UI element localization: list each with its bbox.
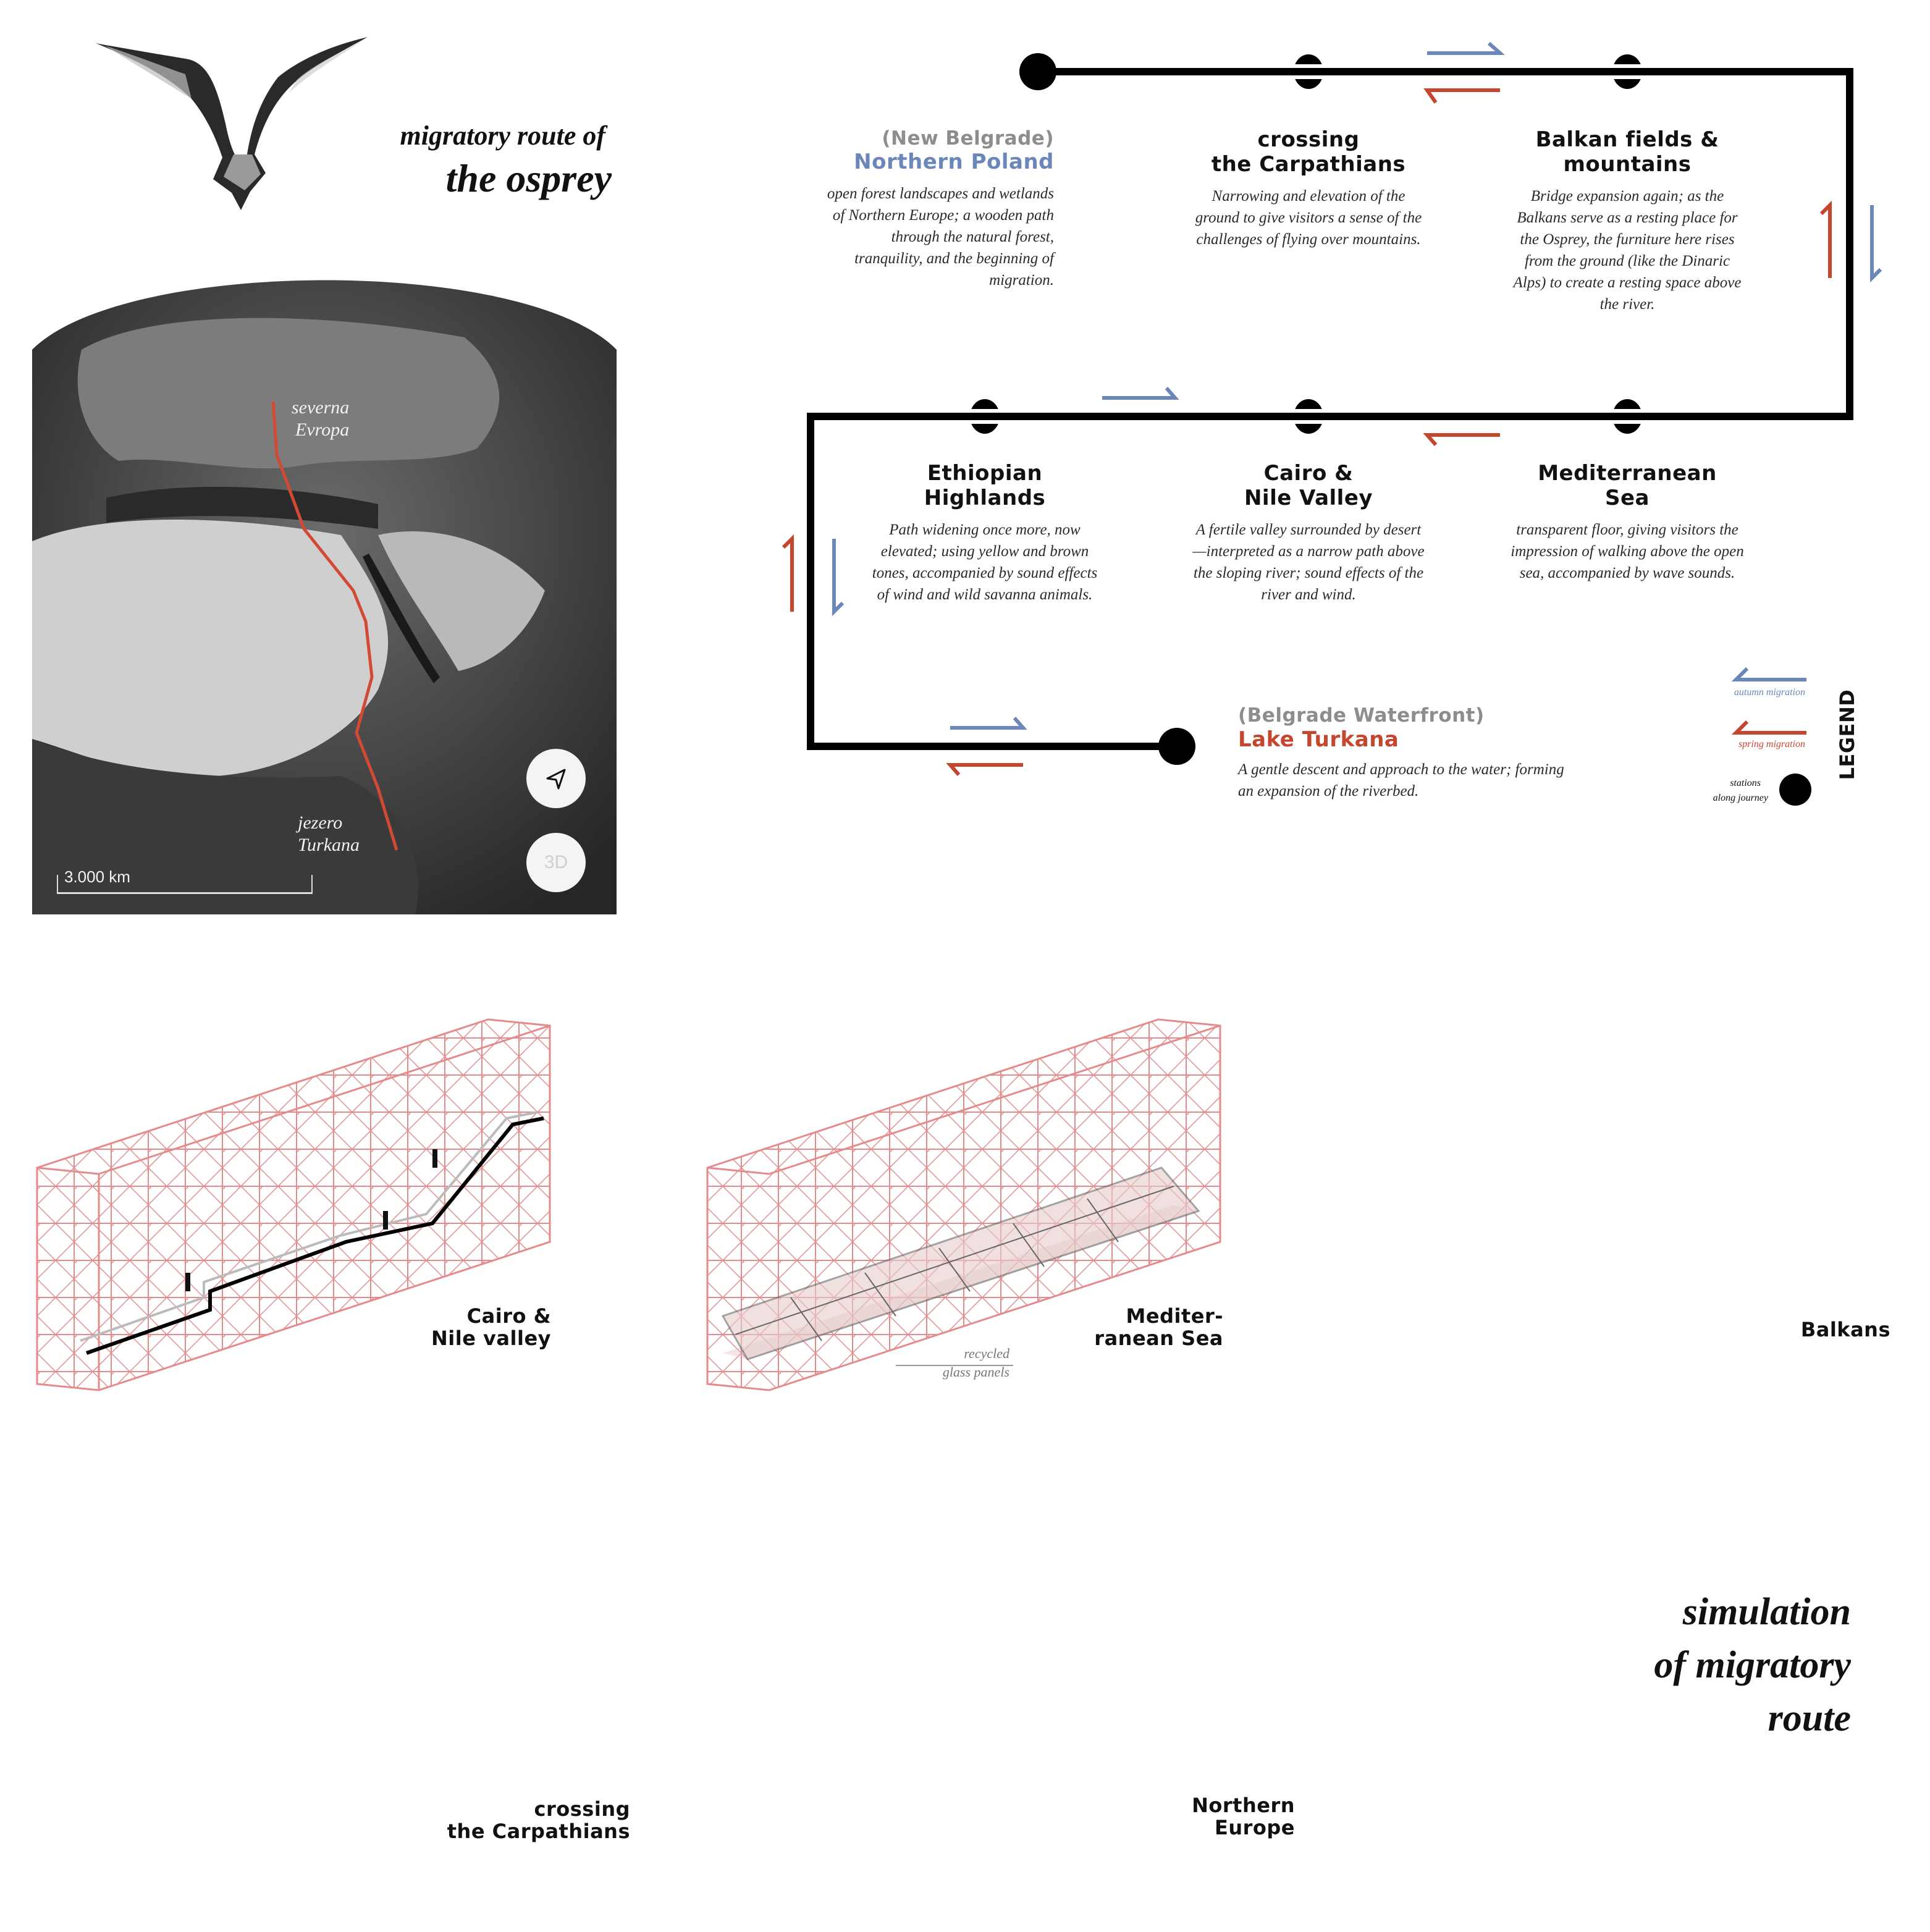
station-desc: Path widening once more, now elevated; u… xyxy=(872,521,1098,603)
station-title-line2: Nile Valley xyxy=(1244,486,1373,510)
station-end-dot xyxy=(1158,728,1195,765)
station-balkan-fields: Balkan fields & mountains Bridge expansi… xyxy=(1504,127,1751,315)
station-subtitle: (Belgrade Waterfront) xyxy=(1238,704,1485,727)
legend-autumn-label: autumn migration xyxy=(1734,687,1805,698)
station-ethiopian-highlands: Ethiopian Highlands Path widening once m… xyxy=(861,461,1108,605)
osprey-route-line xyxy=(271,401,398,851)
station-title: Northern Poland xyxy=(854,150,1054,174)
station-northern-poland: (New Belgrade) Northern Poland open fore… xyxy=(809,127,1054,291)
autumn-arrow-icon xyxy=(1731,667,1806,681)
station-title-line2: mountains xyxy=(1563,152,1692,177)
legend-spring-label: spring migration xyxy=(1738,739,1805,749)
station-title-line1: Cairo & xyxy=(1263,461,1354,486)
station-carpathians: crossing the Carpathians Narrowing and e… xyxy=(1185,127,1432,250)
station-desc: A fertile valley surrounded by desert—in… xyxy=(1192,521,1425,603)
station-title-line1: Balkan fields & xyxy=(1535,127,1719,152)
station-desc: Bridge expansion again; as the Balkans s… xyxy=(1513,188,1742,313)
legend-heading: LEGEND xyxy=(1835,689,1859,780)
view-3d-button[interactable]: 3D xyxy=(526,833,586,892)
navigation-arrow-icon xyxy=(546,769,566,790)
station-title-line1: Mediterranean xyxy=(1538,461,1717,486)
view-3d-label: 3D xyxy=(544,852,568,872)
station-title-line1: crossing xyxy=(1257,127,1360,152)
title-line2: the osprey xyxy=(445,156,612,200)
globe-terrain xyxy=(32,245,617,914)
station-cairo-nile: Cairo & Nile Valley A fertile valley sur… xyxy=(1185,461,1432,605)
panel-label-carpathians: crossing the Carpathians xyxy=(447,1797,630,1843)
compass-button[interactable] xyxy=(526,749,586,808)
satellite-globe-map[interactable]: severna Evropa jezero Turkana 3D 3.000 k… xyxy=(32,245,617,914)
panel-label-mediterranean: Mediter- ranean Sea xyxy=(1094,1304,1223,1350)
title-line1: migratory route of xyxy=(400,120,605,151)
simulation-title: simulation of migratory route xyxy=(1654,1591,1851,1739)
station-title-line1: Ethiopian xyxy=(927,461,1043,486)
station-subtitle: (New Belgrade) xyxy=(882,127,1054,150)
scale-label: 3.000 km xyxy=(64,867,130,886)
station-desc: transparent floor, giving visitors the i… xyxy=(1511,521,1744,581)
simulation-drawings xyxy=(36,1018,1221,1391)
panel-label-balkans: Balkans xyxy=(1800,1318,1890,1341)
panel-mediterranean xyxy=(706,1018,1221,1391)
station-title-line2: Sea xyxy=(1605,486,1650,510)
station-start-dot xyxy=(1019,53,1056,90)
station-title-line2: the Carpathians xyxy=(1211,152,1406,177)
osprey-illustration xyxy=(93,31,371,210)
map-scale-bar: 3.000 km xyxy=(57,867,313,894)
osprey-bird-icon xyxy=(96,37,368,210)
legend: autumn migration spring migration statio… xyxy=(1668,661,1866,809)
legend-station-dot xyxy=(1779,774,1811,806)
station-title: Lake Turkana xyxy=(1238,727,1399,752)
panel-cairo-nile xyxy=(36,1018,551,1391)
map-label-lake-turkana: jezero Turkana xyxy=(298,812,360,855)
panel-label-cairo-nile: Cairo & Nile valley xyxy=(431,1304,551,1350)
station-desc: Narrowing and elevation of the ground to… xyxy=(1195,188,1422,248)
legend-stations-label: stations along journey xyxy=(1713,778,1768,803)
station-lake-turkana: (Belgrade Waterfront) Lake Turkana A gen… xyxy=(1238,704,1584,802)
station-desc: open forest landscapes and wetlands of N… xyxy=(827,185,1054,289)
panel-note-recycled-glass: recycled glass panels xyxy=(942,1346,1009,1380)
station-desc: A gentle descent and approach to the wat… xyxy=(1238,761,1564,799)
station-mediterranean: Mediterranean Sea transparent floor, giv… xyxy=(1504,461,1751,584)
station-title-line2: Highlands xyxy=(924,486,1046,510)
spring-arrow-icon xyxy=(1731,720,1806,735)
route-diagram xyxy=(782,41,1882,776)
panel-label-northern-europe: Northern Europe xyxy=(1192,1794,1295,1839)
map-label-northern-europe: severna Evropa xyxy=(292,397,350,440)
